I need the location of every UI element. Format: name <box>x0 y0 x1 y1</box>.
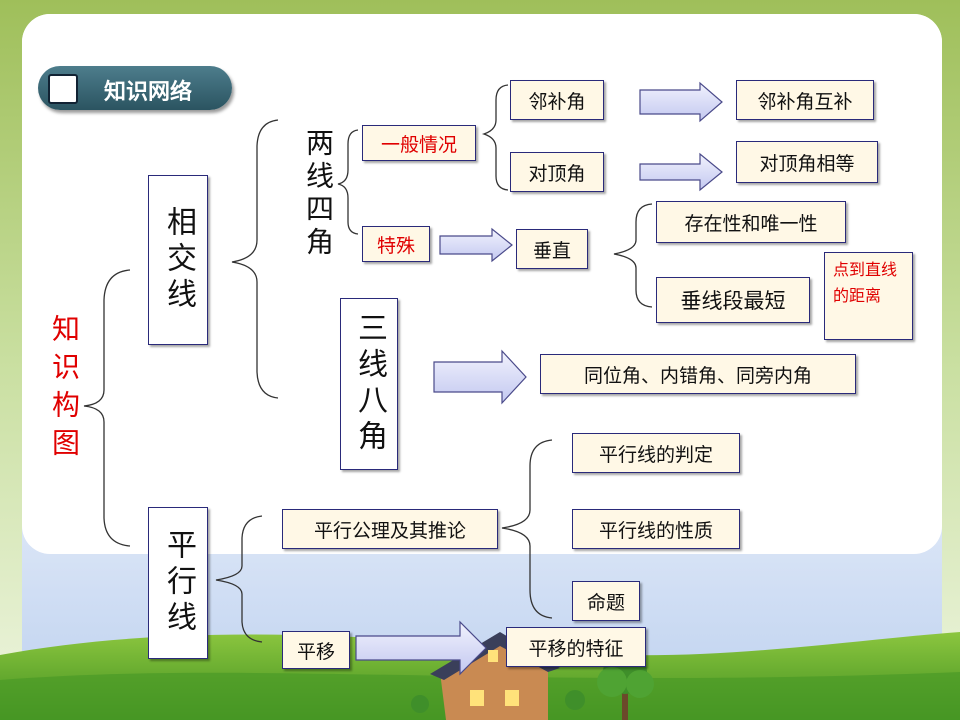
arrow-icon <box>639 81 723 123</box>
three-lines-eight-angles-node: 三线八角 <box>340 298 398 470</box>
special-case-node: 特殊 <box>362 226 430 262</box>
arrow-icon <box>433 349 527 405</box>
adjacent-angles-node: 邻补角 <box>510 80 604 120</box>
perpendicular-node: 垂直 <box>516 229 588 269</box>
point-line-distance-note: 点到直线的距离 <box>824 252 913 340</box>
translation-features-node: 平移的特征 <box>506 627 646 667</box>
section-header-title: 知识网络 <box>104 80 193 105</box>
parallel-lines-node: 平行线 <box>148 507 208 659</box>
vertical-angles-node: 对顶角 <box>510 152 604 192</box>
general-case-node: 一般情况 <box>362 125 476 161</box>
parallel-criteria-node: 平行线的判定 <box>572 433 740 473</box>
parallel-lines-label: 平行线 <box>161 529 196 637</box>
three-lines-eight-angles-label: 三线八角 <box>352 312 387 456</box>
arrow-icon <box>355 620 487 676</box>
translation-node: 平移 <box>282 631 350 669</box>
parallel-properties-node: 平行线的性质 <box>572 509 740 549</box>
square-icon <box>48 74 78 104</box>
root-node: 知识构图 <box>48 314 81 466</box>
shortest-perpendicular-node: 垂线段最短 <box>656 277 810 323</box>
proposition-node: 命题 <box>572 581 640 621</box>
arrow-icon <box>439 227 513 263</box>
angle-types-node: 同位角、内错角、同旁内角 <box>540 354 856 394</box>
intersecting-lines-node: 相交线 <box>148 175 208 345</box>
adjacent-angles-result: 邻补角互补 <box>736 80 874 120</box>
intersecting-lines-label: 相交线 <box>161 206 196 314</box>
existence-uniqueness-node: 存在性和唯一性 <box>656 201 846 243</box>
arrow-icon <box>639 152 723 192</box>
vertical-angles-result: 对顶角相等 <box>736 141 878 183</box>
two-lines-four-angles-node: 两线四角 <box>302 128 335 260</box>
parallel-axiom-node: 平行公理及其推论 <box>282 509 498 549</box>
